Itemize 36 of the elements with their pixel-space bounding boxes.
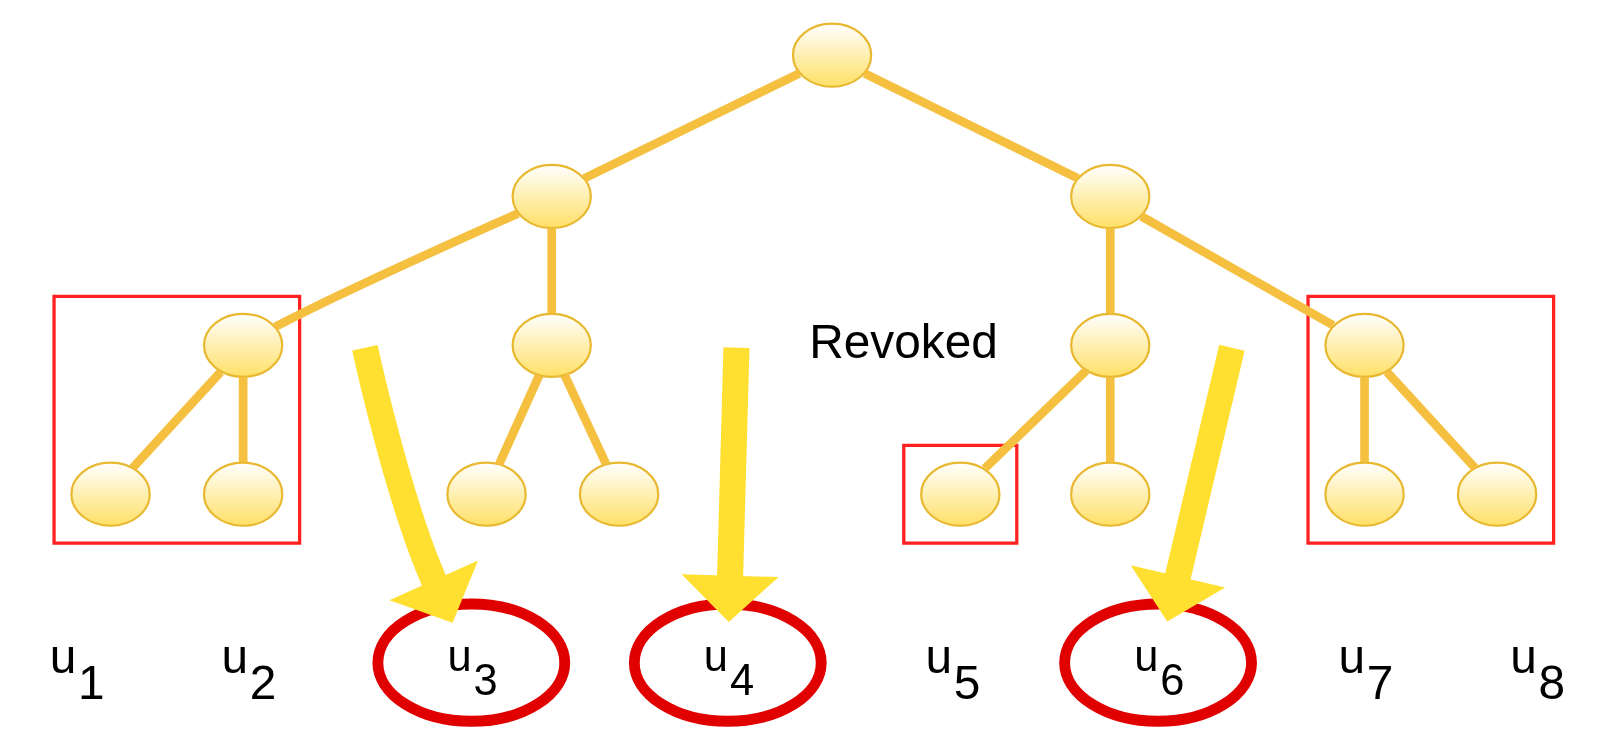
node-circle [920,461,1001,527]
node-circle [511,163,592,230]
connector [1139,212,1336,330]
arrow [681,347,779,622]
connector [1105,377,1115,463]
connector [1383,369,1479,471]
connector [862,69,1080,183]
cluster [1306,294,1556,545]
node-circle [1324,461,1405,527]
node-circle [70,461,151,527]
label: Revoked [809,314,998,368]
connector [1105,228,1115,314]
node-circle [1324,312,1405,378]
node-circle [202,312,284,378]
connector [495,373,544,467]
node-circle [1070,163,1151,230]
node-circle [511,312,592,378]
node-circle [446,461,527,527]
connector [129,369,224,471]
arrow [352,345,479,623]
node-circle [1456,461,1538,527]
connector [547,228,557,314]
connector [981,367,1090,472]
connector [238,377,248,463]
cluster [52,294,302,545]
node-circle [1070,312,1151,378]
connector [560,373,611,467]
node-circle [202,461,284,527]
node-circle [791,22,873,88]
connector [1360,377,1369,463]
arrow [1130,344,1245,622]
node-circle [578,461,660,527]
connector [582,69,802,183]
node-circle [1070,461,1151,527]
cluster [902,443,1019,545]
connector [273,209,520,331]
